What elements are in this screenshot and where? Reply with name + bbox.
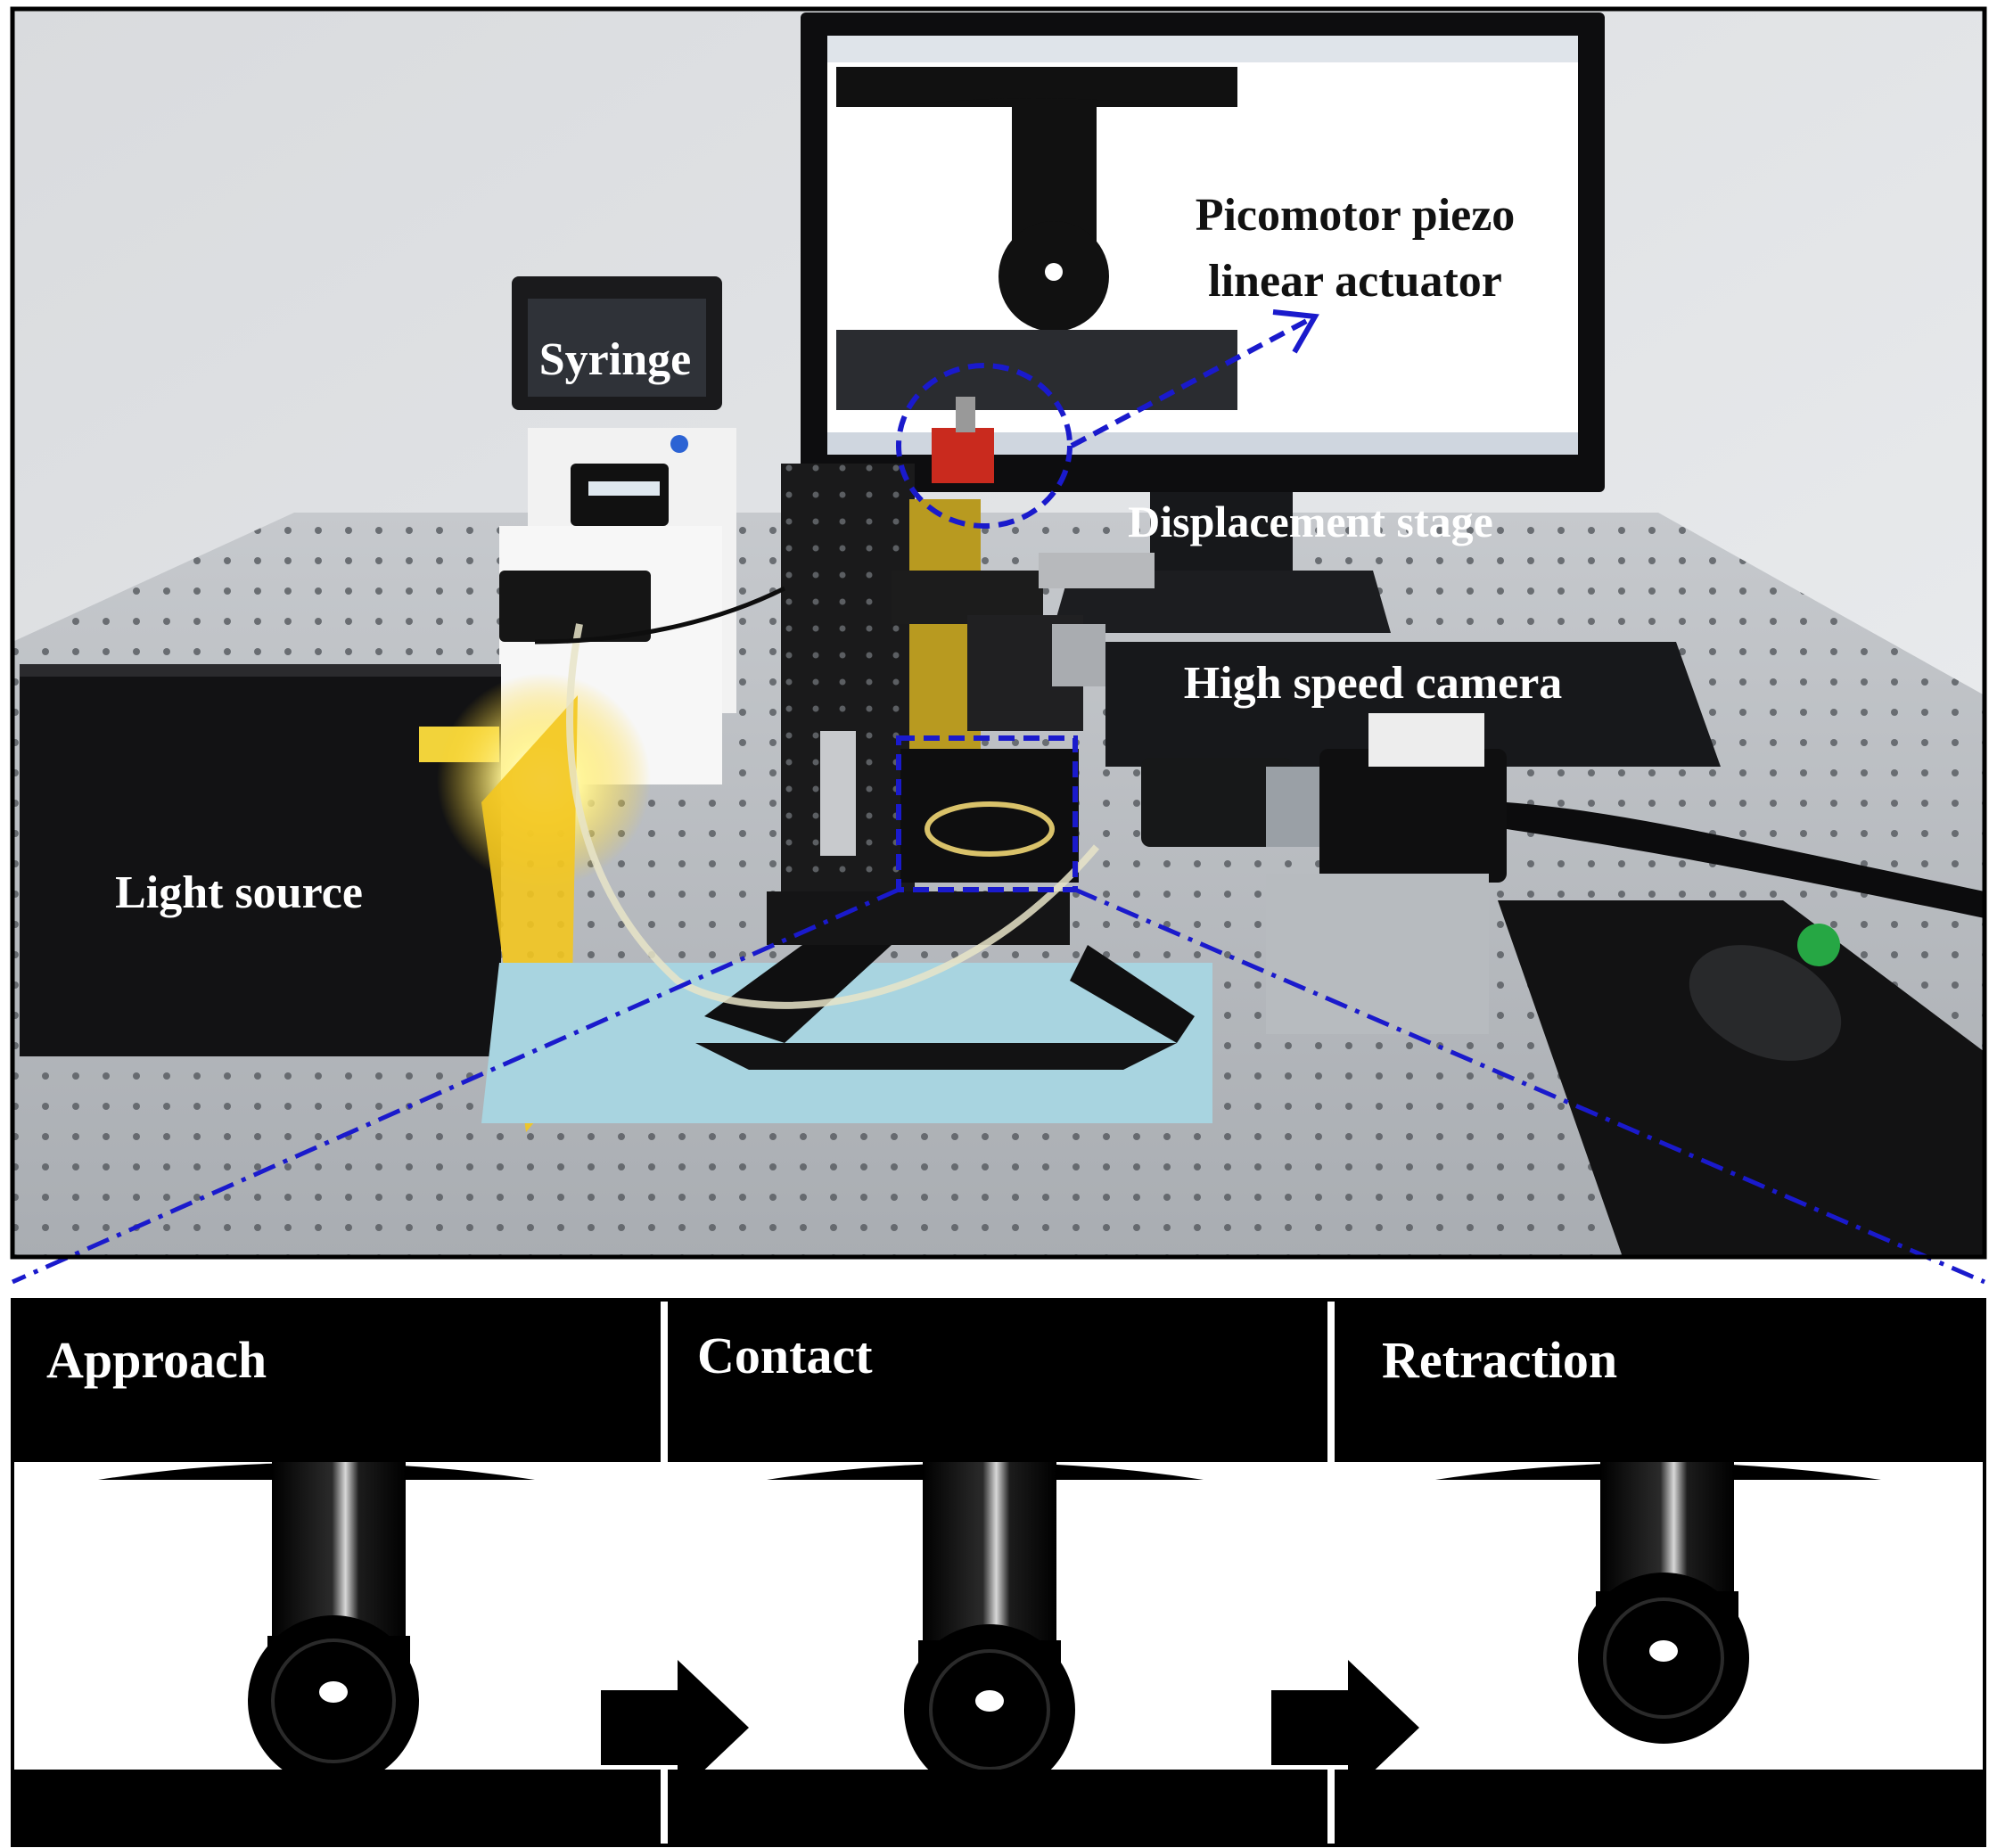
actuator-pointer-line: [1070, 314, 1317, 448]
keyboard: [1105, 642, 1721, 767]
mouse-pad: [1498, 900, 1985, 1257]
light-source-label: Light source: [115, 867, 363, 918]
high-speed-camera: [1141, 713, 1985, 1034]
panel-approach: Approach: [14, 1302, 661, 1844]
displacement-stage: [695, 397, 1195, 1070]
panel-divider: [661, 1302, 668, 1844]
high-speed-camera-label: High speed camera: [1184, 658, 1563, 709]
panel-approach-label: Approach: [46, 1331, 267, 1389]
zoom-line-left: [11, 887, 900, 1285]
picomotor-label-line2: linear actuator: [1208, 256, 1502, 307]
panel-divider: [1327, 1302, 1335, 1844]
sample-highlight-box: [896, 735, 1078, 892]
arrow-right-icon: [1271, 1660, 1419, 1795]
panel-contact-label: Contact: [697, 1326, 873, 1384]
zoom-line-right: [1074, 887, 1985, 1285]
actuator-highlight-circle: [896, 363, 1072, 529]
annotations: [11, 309, 1985, 1285]
actuator-pointer-arrowhead: [1272, 309, 1319, 354]
light-source: [20, 664, 651, 1132]
picomotor-label-line1: Picomotor piezo: [1196, 190, 1516, 241]
syringe-pump: [499, 276, 736, 784]
monitor: [801, 12, 1605, 633]
syringe-label: Syringe: [539, 334, 691, 385]
panel-retraction: Retraction: [1335, 1302, 1983, 1844]
displacement-stage-label: Displacement stage: [1128, 497, 1493, 546]
stage-sequence: Approach Contact Retraction: [11, 1298, 1986, 1847]
panel-retraction-label: Retraction: [1382, 1331, 1617, 1389]
setup-photo: Picomotor piezo linear actuator Syringe …: [10, 6, 1987, 1285]
panel-contact: Contact: [668, 1302, 1327, 1844]
arrow-right-icon: [601, 1660, 749, 1795]
photo-frame: [10, 6, 1987, 1260]
